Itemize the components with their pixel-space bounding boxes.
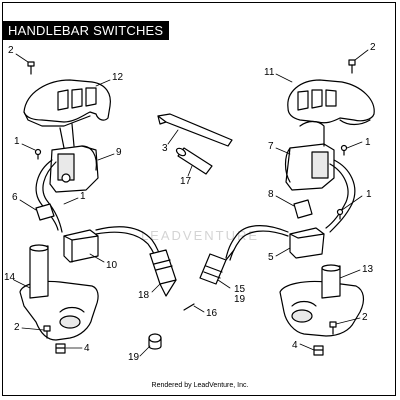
screw-1-left — [34, 148, 42, 160]
part-6-left — [35, 203, 55, 221]
callout-2-top-right: 2 — [370, 42, 376, 53]
screw-1-right — [340, 144, 348, 156]
part-11-upper-housing-right — [287, 79, 375, 126]
watermark-text: LEADVENTURE — [140, 228, 260, 243]
callout-4-left: 4 — [84, 343, 90, 354]
callout-14: 14 — [4, 272, 16, 283]
part-9-switch-left — [49, 123, 99, 193]
callout-12: 12 — [112, 72, 124, 83]
screw-2-bottom-right — [329, 321, 337, 335]
callout-1-right-middle: 1 — [366, 189, 372, 200]
callout-13: 13 — [362, 264, 374, 275]
screw-2-top-right — [348, 59, 356, 74]
callout-1-left-middle: 1 — [80, 191, 86, 202]
screw-1-right-middle — [336, 208, 344, 220]
callout-16: 16 — [206, 308, 218, 319]
wire-harness-right — [225, 159, 356, 261]
callout-9: 9 — [116, 147, 122, 158]
callout-3: 3 — [162, 143, 168, 154]
footer-credit: Rendered by LeadVenture, Inc. — [151, 382, 249, 389]
part-19-grommet — [148, 333, 162, 350]
diagram-frame — [2, 2, 396, 396]
callout-2-bottom-left: 2 — [14, 322, 20, 333]
callout-17: 17 — [180, 176, 192, 187]
part-7-switch-right — [284, 120, 335, 191]
wire-harness-left — [35, 159, 163, 265]
part-12-upper-housing-left — [23, 79, 111, 127]
callout-4-right: 4 — [292, 340, 298, 351]
part-18-connector — [149, 249, 177, 297]
callout-1-left: 1 — [14, 136, 20, 147]
callout-15: 15 — [234, 284, 246, 295]
part-8-right — [293, 199, 313, 219]
callout-10: 10 — [106, 260, 118, 271]
callout-7: 7 — [268, 141, 274, 152]
nut-4-right — [313, 345, 324, 356]
screw-2-bottom-left — [43, 325, 51, 339]
part-16-pin — [183, 303, 195, 311]
part-3-cable-strap — [157, 113, 233, 147]
callout-18: 18 — [138, 290, 150, 301]
part-17-sleeve — [175, 147, 213, 175]
callout-19-b: 19 — [128, 352, 140, 363]
callout-5: 5 — [268, 252, 274, 263]
part-14-lower-housing-left — [19, 244, 99, 341]
callout-19-a: 19 — [234, 294, 246, 305]
part-15-connector — [199, 249, 235, 285]
part-5-switch-right — [289, 227, 325, 259]
nut-4-left — [55, 343, 66, 354]
callout-2-bottom-right: 2 — [362, 312, 368, 323]
callout-11: 11 — [264, 67, 275, 78]
part-13-lower-housing-right — [279, 264, 365, 337]
part-10-switch-left — [63, 229, 99, 263]
leader-lines — [13, 49, 369, 357]
callout-6: 6 — [12, 192, 18, 203]
callout-8: 8 — [268, 189, 274, 200]
diagram-title: HANDLEBAR SWITCHES — [2, 21, 170, 40]
callout-2-top-left: 2 — [8, 45, 14, 56]
callout-1-right: 1 — [365, 137, 371, 148]
screw-2-top-left — [27, 61, 35, 75]
